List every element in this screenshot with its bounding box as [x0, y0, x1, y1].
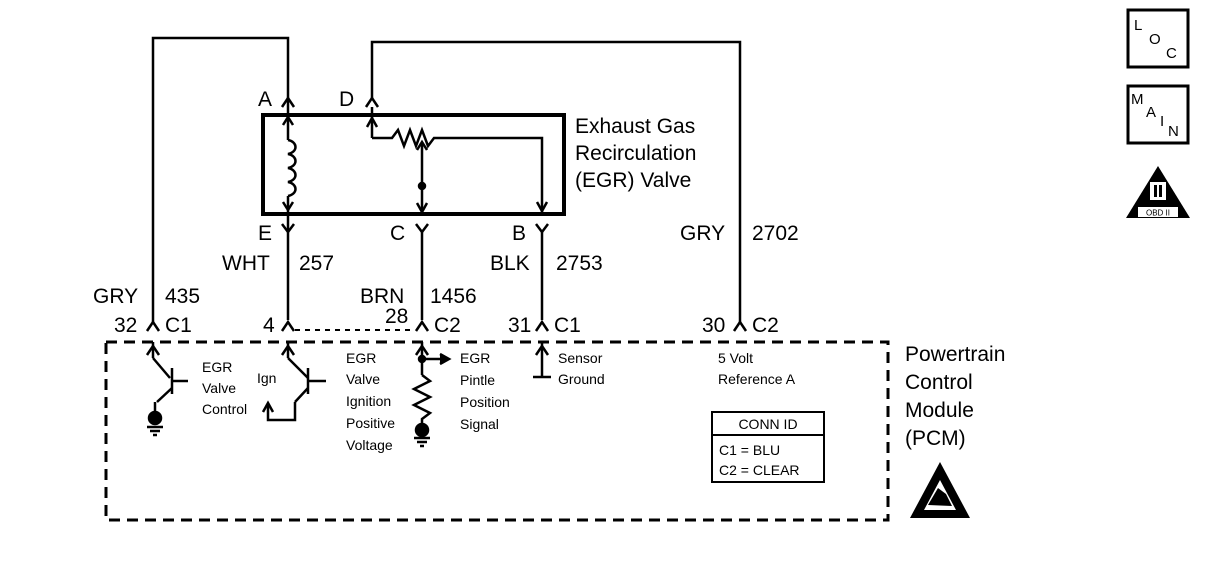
loc-letter-c: C — [1166, 45, 1177, 62]
egr-ignition-line5: Voltage — [346, 437, 393, 453]
pcm-name-line3: Module — [905, 399, 974, 422]
wire-2753-circuit: 2753 — [556, 252, 603, 275]
ref-line1: 5 Volt — [718, 350, 753, 366]
loc-letter-l: L — [1134, 17, 1142, 34]
egr-ignition-line2: Valve — [346, 371, 380, 387]
pcm-pin-30-symbol — [732, 319, 748, 332]
conn-id-c1: C1 = BLU — [719, 442, 780, 458]
egr-pintle-potentiometer — [365, 107, 549, 215]
pcm-name-line4: (PCM) — [905, 427, 966, 450]
pcm-pin-4: 4 — [263, 314, 275, 337]
pin-d-label: D — [339, 88, 354, 111]
egr-control-line2: Valve — [202, 380, 236, 396]
main-letter-n: N — [1168, 123, 1179, 140]
connector-b-symbol — [535, 223, 549, 235]
pcm-pin-28: 28 — [385, 305, 408, 328]
conn-id-c2: C2 = CLEAR — [719, 462, 800, 478]
main-letter-i: I — [1160, 113, 1164, 130]
egr-pintle-line3: Position — [460, 394, 510, 410]
conn-id-box — [711, 411, 825, 483]
egr-control-line1: EGR — [202, 359, 232, 375]
wire-1456-circuit: 1456 — [430, 285, 477, 308]
egr-valve-name-line2: Recirculation — [575, 142, 696, 165]
pcm-pin-4-symbol — [280, 319, 296, 332]
connector-d-symbol — [364, 95, 380, 108]
wire-257-circuit: 257 — [299, 252, 334, 275]
pcm-name-line1: Powertrain — [905, 343, 1005, 366]
sensor-ground-line1: Sensor — [558, 350, 603, 366]
egr-pintle-line1: EGR — [460, 350, 490, 366]
pcm-pin-31: 31 — [508, 314, 531, 337]
sensor-ground-circuit — [533, 342, 551, 379]
egr-ignition-line1: EGR — [346, 350, 376, 366]
wire-257-color: WHT — [222, 252, 270, 275]
wire-2702-upper — [370, 40, 742, 315]
egr-pintle-line2: Pintle — [460, 372, 495, 388]
pcm-pin-30-connector: C2 — [752, 314, 779, 337]
egr-solenoid-coil — [281, 98, 297, 232]
egr-valve-control-driver — [145, 342, 188, 437]
ign-label: Ign — [257, 370, 276, 386]
egr-control-line3: Control — [202, 401, 247, 417]
pcm-pin-32-connector: C1 — [165, 314, 192, 337]
ref-line2: Reference A — [718, 371, 796, 387]
pcm-box — [104, 340, 890, 522]
main-letter-m: M — [1131, 91, 1144, 108]
main-letter-a: A — [1146, 104, 1156, 121]
egr-ignition-line4: Positive — [346, 415, 395, 431]
wire-2702-circuit: 2702 — [752, 222, 799, 245]
egr-ignition-line3: Ignition — [346, 393, 391, 409]
pcm-pin-32: 32 — [114, 314, 137, 337]
loc-icon[interactable] — [1126, 8, 1190, 69]
pin-a-label: A — [258, 88, 272, 111]
pcm-pin-28-symbol — [414, 319, 430, 332]
wire-2702-color: GRY — [680, 222, 725, 245]
wire-435-circuit: 435 — [165, 285, 200, 308]
loc-letter-o: O — [1149, 31, 1161, 48]
pcm-name-line2: Control — [905, 371, 973, 394]
wire-2753-color: BLK — [490, 252, 530, 275]
egr-valve-box — [261, 113, 566, 216]
connector-c-symbol — [415, 223, 429, 235]
egr-valve-name-line1: Exhaust Gas — [575, 115, 695, 138]
wire-1456-color: BRN — [360, 285, 404, 308]
pcm-pin-30: 30 — [702, 314, 725, 337]
sensor-ground-line2: Ground — [558, 371, 605, 387]
esd-warning-icon — [910, 462, 970, 518]
wire-435-color: GRY — [93, 285, 138, 308]
obd-ii-icon[interactable]: OBD II — [1126, 166, 1190, 218]
conn-id-title: CONN ID — [738, 416, 797, 432]
egr-pintle-signal-circuit — [411, 342, 452, 448]
egr-pintle-line4: Signal — [460, 416, 499, 432]
pcm-pin-28-connector: C2 — [434, 314, 461, 337]
pcm-pin-31-symbol — [534, 319, 550, 332]
egr-valve-name-line3: (EGR) Valve — [575, 169, 691, 192]
pin-c-label: C — [390, 222, 405, 245]
pcm-pin-32-symbol — [145, 319, 161, 332]
pin-b-label: B — [512, 222, 526, 245]
pin-e-label: E — [258, 222, 272, 245]
wire-435-upper — [151, 36, 290, 315]
obd-ii-label: OBD II — [1146, 209, 1170, 218]
pcm-pin-31-connector: C1 — [554, 314, 581, 337]
main-icon[interactable] — [1126, 84, 1190, 145]
egr-ignition-driver — [261, 342, 326, 422]
